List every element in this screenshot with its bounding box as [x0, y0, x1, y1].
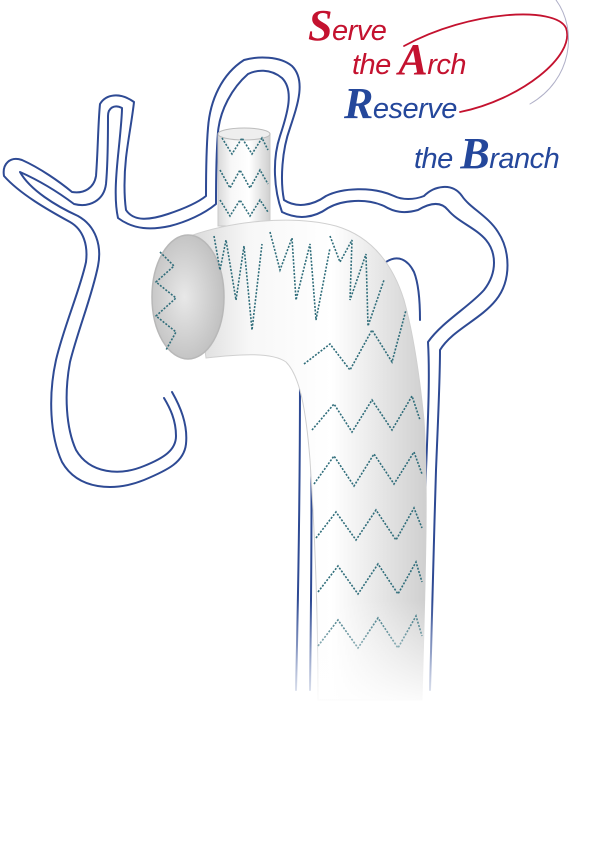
tagline-line-2: the Arch [352, 35, 467, 84]
tagline-cap-S: S [308, 1, 332, 50]
arch-tube [189, 219, 427, 701]
tagline-cap-B: B [460, 129, 490, 178]
tagline-word-rch: rch [427, 49, 467, 81]
tagline-word-ranch: ranch [489, 143, 560, 175]
tagline-line-1: Serve [308, 1, 387, 50]
tagline-cap-R: R [344, 79, 373, 128]
tagline-line-4: the Branch [414, 129, 560, 178]
graft-opening [151, 234, 225, 360]
logo-swoosh [403, 0, 569, 113]
tagline-word-the-1: the [352, 49, 399, 81]
tagline-cap-A: A [398, 35, 428, 84]
stent-graft [151, 127, 450, 710]
tagline-word-eserve: eserve [372, 93, 458, 125]
tagline-line-3: Reserve [344, 82, 457, 126]
tagline-word-erve: erve [331, 15, 387, 47]
tagline-word-the-2: the [414, 143, 461, 175]
